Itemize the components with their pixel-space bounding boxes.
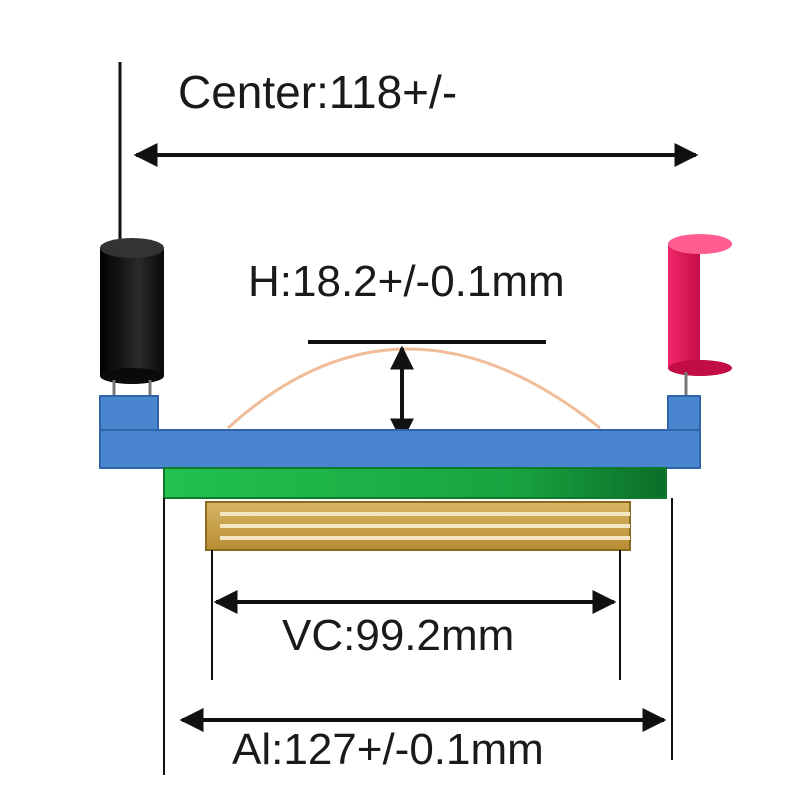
black-cylinder-icon <box>100 238 164 402</box>
green-plate <box>163 467 667 499</box>
blue-beam <box>99 395 701 469</box>
coil-icon <box>205 501 631 551</box>
red-cylinder-icon <box>668 234 732 400</box>
center-dimension-label: Center:118+/- <box>178 66 457 118</box>
al-dimension-label: Al:127+/-0.1mm <box>232 725 544 774</box>
height-dimension-label: H:18.2+/-0.1mm <box>248 257 565 306</box>
vc-dimension-label: VC:99.2mm <box>282 611 514 660</box>
deflection-arc <box>226 347 601 430</box>
